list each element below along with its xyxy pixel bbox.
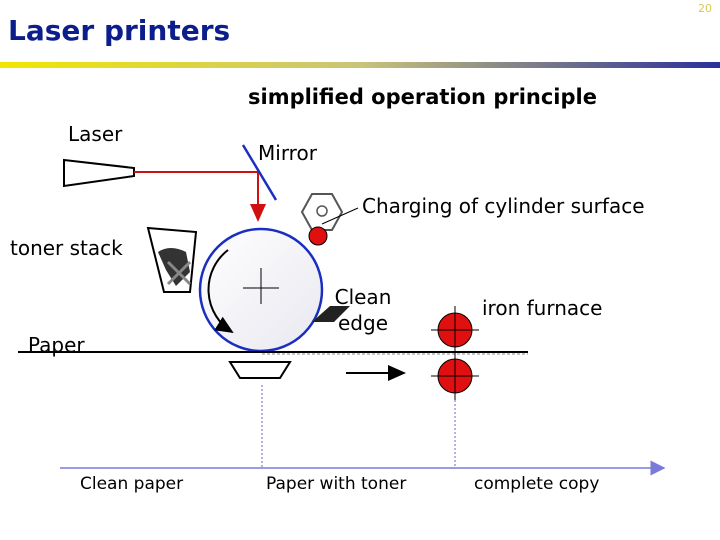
stage-dividers: [261, 385, 456, 468]
transfer-tray: [228, 361, 292, 379]
toner-stack: [146, 226, 198, 293]
iron-furnace-label: iron furnace: [482, 296, 603, 320]
charging-pointer: [321, 207, 359, 225]
laser-label: Laser: [68, 122, 123, 146]
charging-dot: [308, 226, 328, 246]
mirror: [241, 144, 278, 201]
title-underline: [0, 62, 720, 68]
stage-paper-with-toner: Paper with toner: [266, 474, 407, 494]
paper-label: Paper: [28, 333, 85, 357]
diagram-subtitle: simplified operation principle: [248, 85, 597, 109]
laser-unit: [63, 158, 135, 188]
toner-stack-label: toner stack: [10, 236, 123, 260]
stage-clean-paper: Clean paper: [80, 474, 184, 494]
charging-unit: [300, 193, 344, 246]
mirror-label: Mirror: [258, 141, 317, 165]
fuser-rollers: [431, 306, 479, 400]
charging-label: Charging of cylinder surface: [362, 194, 645, 218]
clean-edge-label: Clean edge: [324, 284, 402, 336]
slide-title: Laser printers: [8, 14, 231, 47]
clean-edge-label-line1: Clean: [334, 285, 392, 309]
laser-beam: [134, 171, 266, 222]
slide-number: 20: [698, 2, 712, 15]
photoconductor-drum: [198, 227, 324, 353]
stage-complete-copy: complete copy: [474, 474, 600, 494]
clean-edge-label-line2: edge: [338, 311, 388, 335]
cleaning-blade: [312, 306, 350, 322]
